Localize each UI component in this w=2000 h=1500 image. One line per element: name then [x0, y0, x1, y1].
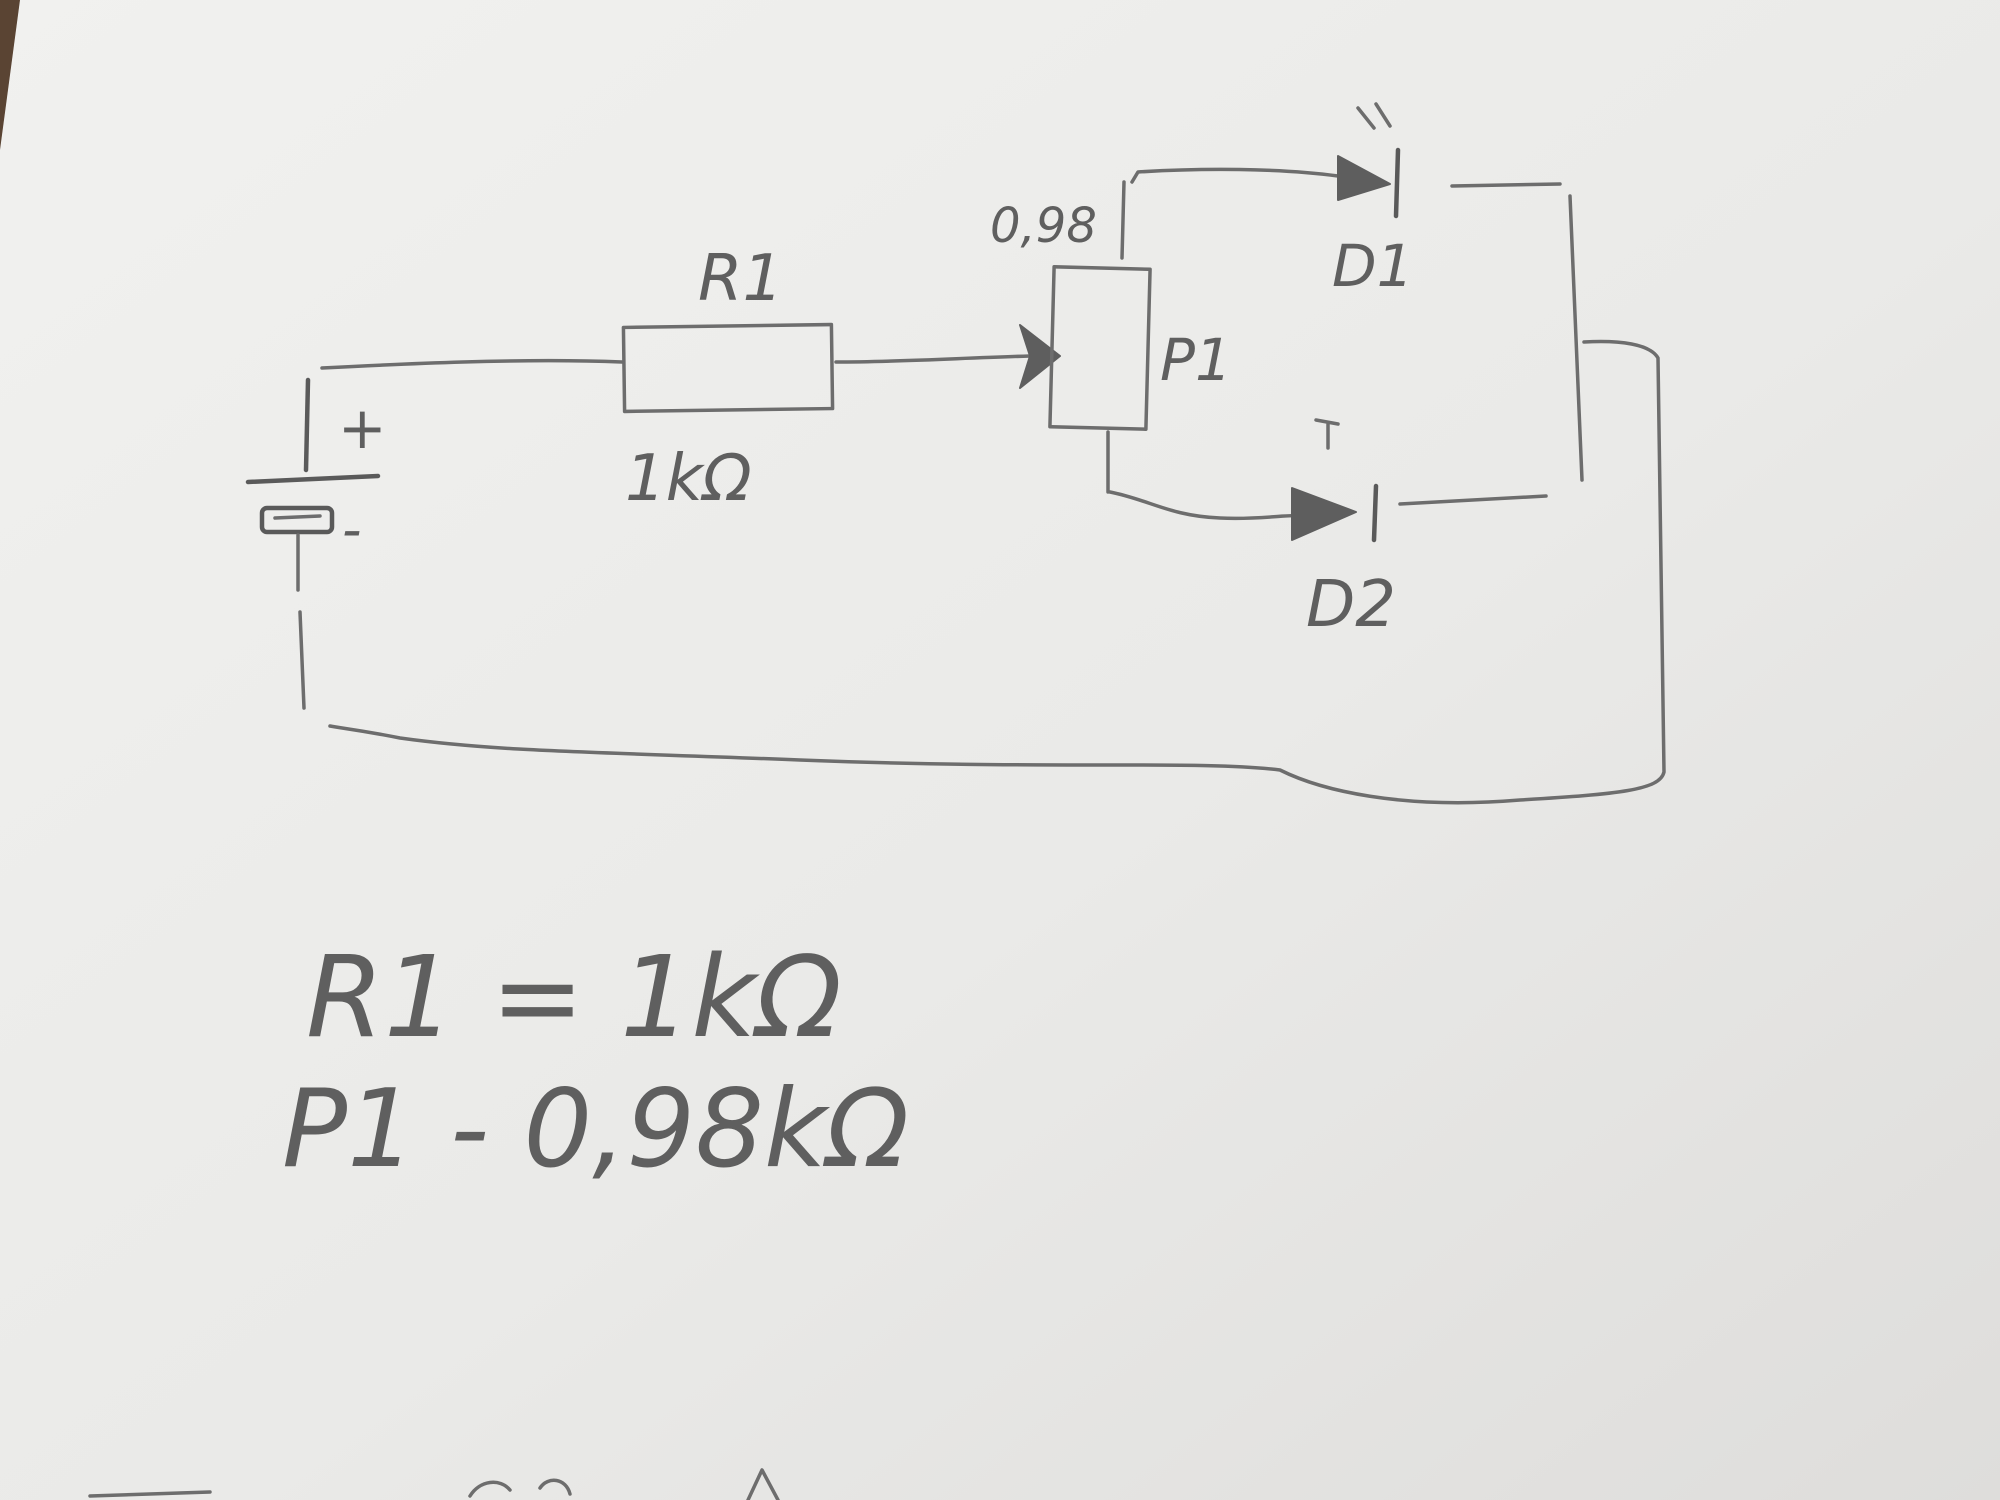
diode-d2-name: D2: [1306, 568, 1396, 642]
wire-p1-to-d1: [1130, 167, 1340, 184]
wire-diodes-join: [1568, 194, 1584, 482]
handwritten-notes: R1 = 1kΩ P1 - 0,98kΩ: [282, 933, 909, 1192]
resistor-r1-value: 1kΩ: [625, 442, 752, 516]
battery-plus-label: +: [338, 394, 387, 462]
bottom-edge-scribble: [88, 1468, 780, 1500]
wire-d2-to-right: [1398, 494, 1548, 506]
potentiometer-p1: 0,98 P1: [990, 180, 1232, 494]
battery-symbol: + -: [245, 377, 387, 710]
wire-p1-to-d2: [1108, 490, 1298, 521]
wiper-arrow-icon: [1019, 324, 1061, 389]
wire-return: [328, 339, 1666, 805]
wire-battery-to-r1: [320, 358, 624, 370]
diode-d1: D1: [1332, 102, 1414, 300]
circuit-diagram: + - R1 1kΩ 0,98 P1 D1: [245, 102, 1666, 805]
wire-d1-to-right: [1450, 182, 1562, 188]
resistor-r1-name: R1: [698, 242, 783, 316]
battery-minus-label: -: [342, 498, 362, 561]
diode-d2: D2: [1291, 418, 1396, 642]
pot-setting-label: 0,98: [990, 198, 1097, 254]
note-line-2: P1 - 0,98kΩ: [282, 1067, 909, 1192]
note-line-1: R1 = 1kΩ: [306, 933, 842, 1063]
pot-name-label: P1: [1160, 326, 1232, 394]
diode-d1-name: D1: [1332, 232, 1414, 300]
wire-r1-to-p1: [834, 354, 1032, 364]
resistor-r1: R1 1kΩ: [621, 242, 835, 516]
